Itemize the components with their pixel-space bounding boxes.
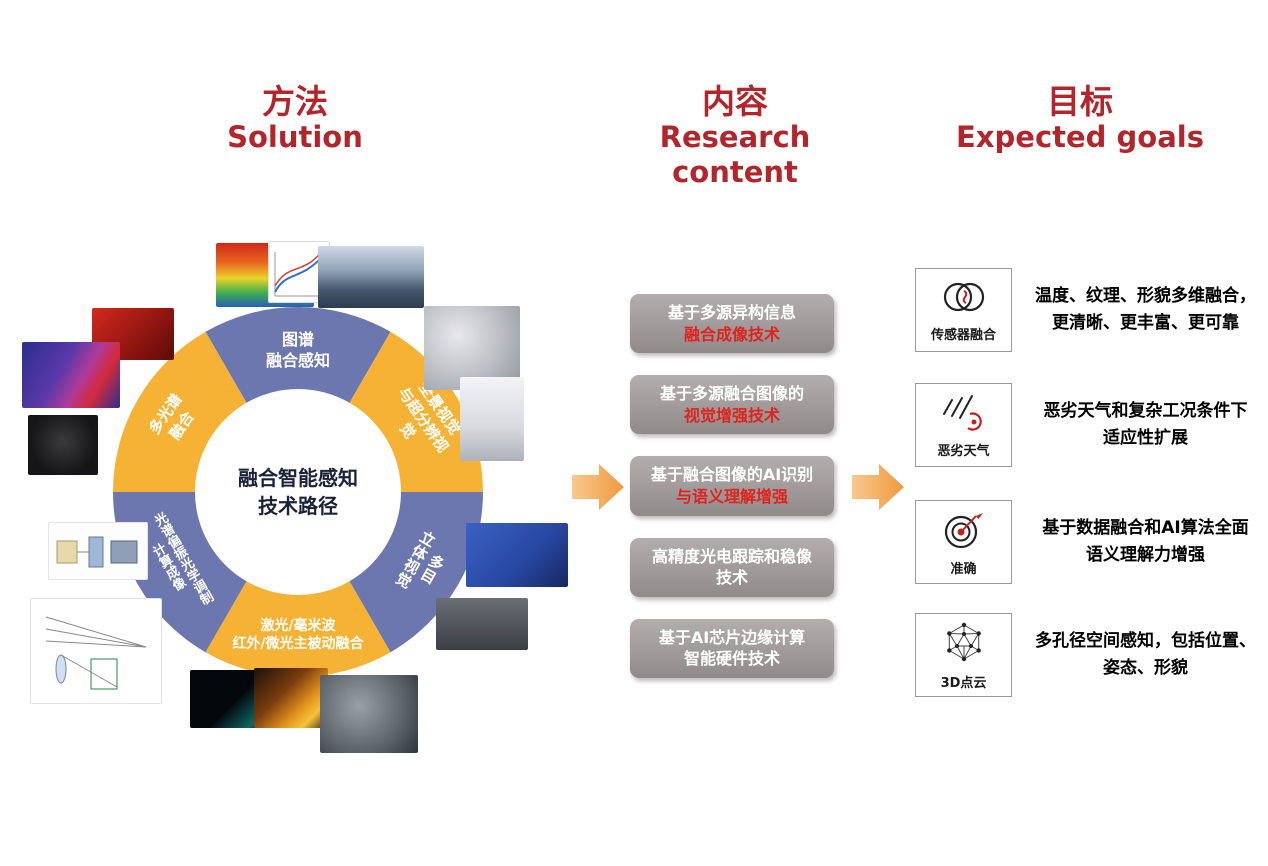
thumbnail-thermal-people [254,668,328,728]
donut-segment-upper-left [113,331,247,492]
content-header-zh: 内容 [702,82,768,121]
goal-label: 恶劣天气 [937,443,990,459]
goal-row-bad-weather: 恶劣天气 恶劣天气和复杂工况条件下 适应性扩展 [915,383,1263,467]
goal-box-point-cloud: 3D点云 [915,613,1012,697]
goal-label: 传感器融合 [930,327,996,343]
donut-segment-right [349,492,483,653]
research-box-line: 高精度光电跟踪和稳像 [651,546,812,566]
goal-desc-bad-weather: 恶劣天气和复杂工况条件下 适应性扩展 [1043,400,1248,448]
research-box-column: 基于多源异构信息 融合成像技术 基于多源融合图像的 视觉增强技术 基于融合图像的… [630,294,834,678]
research-box-line-highlight: 与语义理解增强 [675,486,788,506]
donut-center-label: 融合智能感知 技术路径 [238,466,358,518]
thumbnail-gimbal-camera [320,675,418,753]
donut-label-active-passive: 激光/毫米波 红外/微光主被动融合 [232,617,364,652]
goal-box-accuracy: 准确 [915,500,1012,584]
research-box-edge-computing: 基于AI芯片边缘计算 智能硬件技术 [630,618,834,678]
goal-label: 准确 [950,561,977,577]
donut-segment-upper-right [349,331,483,492]
optical-path-lines [45,616,147,690]
research-box-line: 智能硬件技术 [683,649,780,669]
thumbnail-optical-path-diagram [30,598,162,704]
flow-arrow-content-to-goals [852,464,904,510]
research-box-line: 技术 [715,568,748,588]
donut-ring [113,307,483,677]
content-header-en: Research content [659,120,811,190]
goals-header: 目标 Expected goals [945,82,1215,155]
goal-box-bad-weather: 恶劣天气 [915,383,1012,467]
thumbnail-stacked-boxes [466,523,568,587]
thumbnail-spectral-image [22,342,120,408]
solution-header: 方法 Solution [155,82,435,155]
goals-header-zh: 目标 [1047,82,1113,121]
point-cloud-icon [942,620,986,668]
research-box-line-highlight: 融合成像技术 [683,324,780,344]
goal-row-sensor-fusion: 传感器融合 温度、纹理、形貌多维融合， 更清晰、更丰富、更可靠 [915,268,1263,352]
goal-label: 3D点云 [940,675,987,691]
goal-box-sensor-fusion: 传感器融合 [915,268,1012,352]
venn-fusion-icon [940,278,988,320]
research-box-line: 基于AI芯片边缘计算 [658,627,806,647]
thumbnail-camera-lens [28,415,98,475]
solution-header-en: Solution [227,120,363,155]
research-box-line: 基于多源融合图像的 [659,384,804,404]
research-box-fusion-imaging: 基于多源异构信息 融合成像技术 [630,294,834,354]
research-box-line-highlight: 视觉增强技术 [683,405,780,425]
donut-segment-bottom [205,581,391,677]
solution-donut-diagram: 图谱 融合感知 全景视觉 与超分辨视觉 多目 立体视觉 激光/毫米波 红外/微光… [98,292,498,692]
thumbnail-panoramic-camera [460,377,524,461]
lens-module-shapes [56,536,138,568]
flow-arrow-solution-to-content [572,464,624,510]
goal-desc-point-cloud: 多孔径空间感知，包括位置、 姿态、形貌 [1035,630,1256,678]
goal-desc-accuracy: 基于数据融合和AI算法全面 语义理解力增强 [1042,517,1249,565]
content-header: 内容 Research content [595,82,875,190]
target-dart-icon [942,508,986,554]
solution-header-zh: 方法 [262,82,328,121]
thumbnail-pipeline-photo [318,246,424,308]
goal-desc-sensor-fusion: 温度、纹理、形貌多维融合， 更清晰、更丰富、更可靠 [1035,285,1256,333]
research-box-visual-enhancement: 基于多源融合图像的 视觉增强技术 [630,375,834,435]
goal-row-accuracy: 准确 基于数据融合和AI算法全面 语义理解力增强 [915,500,1263,584]
research-box-line: 基于融合图像的AI识别 [650,465,814,485]
thumbnail-lens-module-diagram [48,522,148,580]
storm-icon [940,392,988,436]
goals-header-en: Expected goals [956,120,1204,155]
thumbnail-cube-camera [424,306,520,390]
donut-label-map-fusion: 图谱 融合感知 [265,330,331,370]
spectra-curves [274,249,324,297]
research-box-tracking-stabilization: 高精度光电跟踪和稳像 技术 [630,537,834,597]
donut-segment-top [205,307,391,403]
research-box-line: 基于多源异构信息 [667,303,796,322]
research-box-ai-recognition: 基于融合图像的AI识别 与语义理解增强 [630,456,834,516]
thumbnail-stereo-camera [436,598,528,650]
goal-row-point-cloud: 3D点云 多孔径空间感知，包括位置、 姿态、形貌 [915,613,1263,697]
